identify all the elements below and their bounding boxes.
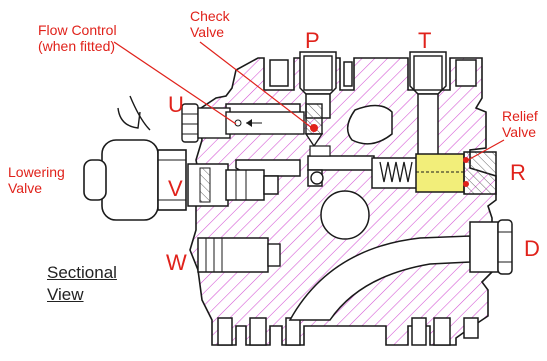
port-d-label: D bbox=[524, 236, 540, 261]
flow-control-line2: (when fitted) bbox=[38, 38, 116, 55]
sectional-view-line2: View bbox=[47, 285, 84, 305]
bottom-port-recesses bbox=[217, 317, 479, 346]
port-v-label: V bbox=[168, 176, 183, 201]
check-valve-line1: Check bbox=[190, 8, 230, 24]
flow-control-label: Flow Control (when fitted) bbox=[38, 22, 117, 54]
flow-control-line1: Flow Control bbox=[38, 22, 117, 38]
check-valve-part bbox=[304, 103, 331, 185]
sectional-view-label: Sectional View bbox=[47, 262, 117, 306]
sectional-view-line1: Sectional bbox=[47, 263, 117, 282]
lowering-valve-label: Lowering Valve bbox=[8, 164, 65, 196]
leader-lines bbox=[113, 41, 505, 161]
relief-valve-line1: Relief bbox=[502, 108, 538, 124]
port-p-label: P bbox=[305, 28, 320, 53]
port-r-label: R bbox=[510, 160, 526, 185]
relief-valve-line2: Valve bbox=[502, 124, 536, 141]
port-t-label: T bbox=[418, 28, 432, 53]
lowering-valve-line2: Valve bbox=[8, 180, 42, 197]
port-t-fitting bbox=[413, 55, 443, 91]
relief-valve-label: Relief Valve bbox=[502, 108, 538, 140]
lowering-valve-line1: Lowering bbox=[8, 164, 65, 180]
relief-valve-part bbox=[371, 151, 497, 195]
check-valve-label: Check Valve bbox=[190, 8, 230, 40]
solenoid-coil bbox=[83, 95, 187, 221]
port-p-fitting bbox=[303, 55, 333, 91]
w-port-plug bbox=[197, 237, 281, 273]
port-w-label: W bbox=[166, 250, 187, 275]
flow-control-plug bbox=[181, 103, 305, 143]
port-u-label: U bbox=[168, 92, 184, 117]
lowering-valve-spool bbox=[187, 163, 279, 207]
d-port-plug bbox=[469, 219, 513, 275]
check-valve-line2: Valve bbox=[190, 24, 224, 41]
